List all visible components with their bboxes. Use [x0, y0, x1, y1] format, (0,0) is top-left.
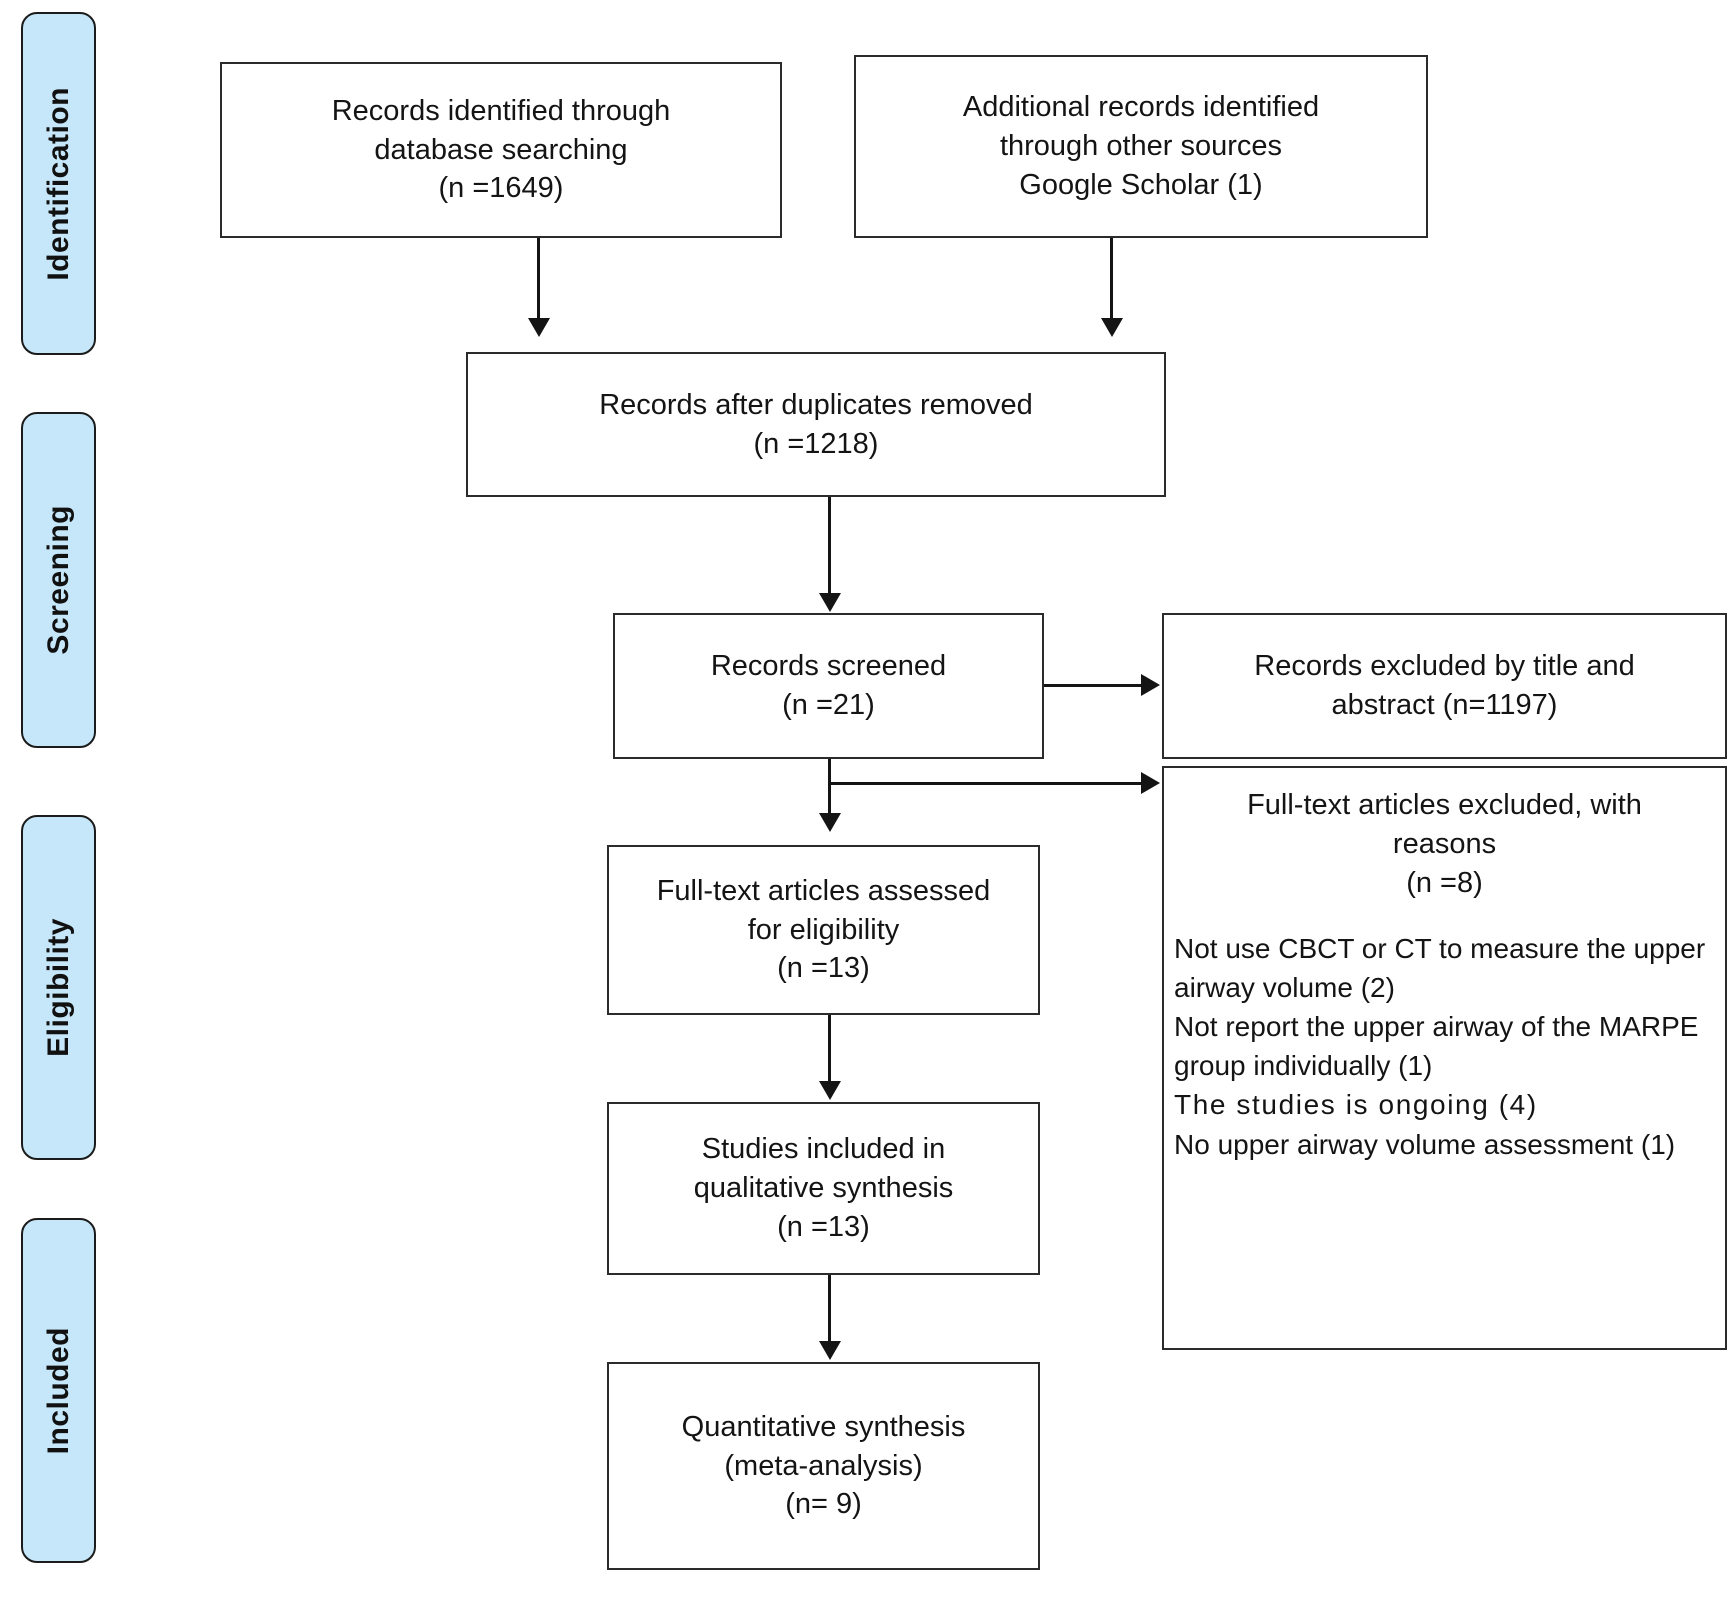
node-quantitative-synthesis: Quantitative synthesis (meta-analysis) (… [607, 1362, 1040, 1570]
node-records-after-duplicates-removed: Records after duplicates removed (n =121… [466, 352, 1166, 497]
node-line: reasons [1392, 827, 1497, 860]
node-line: (n= 9) [785, 1488, 862, 1521]
stage-label-included: Included [21, 1218, 96, 1563]
connector-screened-to-fulltext-excluded [828, 782, 1143, 785]
exclusion-reason-list: Not use CBCT or CT to measure the upper … [1174, 929, 1715, 1164]
exclusion-reason-item: No upper airway volume assessment (1) [1174, 1128, 1676, 1160]
node-line: through other sources [999, 130, 1283, 163]
node-line: (n =13) [777, 1210, 870, 1243]
node-line: for eligibility [747, 913, 900, 946]
node-studies-included-qualitative: Studies included in qualitative synthesi… [607, 1102, 1040, 1275]
stage-label-eligibility-text: Eligibility [41, 918, 75, 1057]
node-line: Full-text articles excluded, with [1247, 789, 1642, 821]
arrowhead-db-to-duplicates [528, 318, 550, 337]
node-line: (n =13) [777, 952, 870, 985]
node-line: Additional records identified [962, 91, 1320, 124]
node-line: qualitative synthesis [693, 1172, 954, 1205]
node-records-excluded-title-abstract: Records excluded by title and abstract (… [1162, 613, 1727, 759]
node-fulltext-articles-assessed: Full-text articles assessed for eligibil… [607, 845, 1040, 1015]
node-fulltext-articles-excluded-reasons: Full-text articles excluded, with reason… [1162, 766, 1727, 1350]
node-line: Records after duplicates removed [599, 388, 1033, 421]
arrowhead-screened-to-excluded [1141, 674, 1160, 696]
node-line: (n =1218) [753, 427, 879, 460]
exclusion-reason-item: Not use CBCT or CT to measure the upper … [1174, 932, 1706, 1003]
node-additional-records-other-sources: Additional records identified through ot… [854, 55, 1428, 238]
stage-label-identification: Identification [21, 12, 96, 355]
arrowhead-qualitative-to-quantitative [819, 1341, 841, 1360]
node-line: abstract (n=1197) [1331, 689, 1558, 721]
arrowhead-screened-to-fulltext-excluded [1141, 772, 1160, 794]
connector-db-to-duplicates [537, 238, 540, 320]
node-records-screened: Records screened (n =21) [613, 613, 1044, 759]
connector-screened-to-excluded [1044, 684, 1143, 687]
arrowhead-other-to-duplicates [1101, 318, 1123, 337]
node-line: (n =1649) [438, 172, 564, 205]
node-line: Quantitative synthesis [681, 1410, 966, 1443]
node-line: Studies included in [701, 1133, 946, 1166]
exclusion-reason-item: Not report the upper airway of the MARPE… [1174, 1010, 1699, 1082]
connector-other-to-duplicates [1110, 238, 1113, 320]
stage-label-eligibility: Eligibility [21, 815, 96, 1160]
node-records-identified-database: Records identified through database sear… [220, 62, 782, 238]
connector-qualitative-to-quantitative [828, 1275, 831, 1343]
arrowhead-screened-to-fulltext [819, 813, 841, 832]
node-line: (meta-analysis) [724, 1449, 923, 1482]
arrowhead-fulltext-to-qualitative [819, 1081, 841, 1100]
connector-screened-down-stub [828, 759, 831, 815]
connector-fulltext-to-qualitative [828, 1015, 831, 1083]
node-line: Google Scholar (1) [1019, 168, 1263, 201]
exclusion-reason-item: The studies is ongoing (4) [1174, 1089, 1538, 1121]
node-line: Records identified through [331, 94, 671, 127]
node-line: (n =8) [1406, 866, 1483, 899]
connector-duplicates-to-screened [828, 497, 831, 595]
stage-label-screening: Screening [21, 412, 96, 748]
node-line: (n =21) [782, 689, 875, 721]
node-line: Records screened [710, 650, 947, 683]
node-line: Full-text articles assessed [656, 874, 991, 907]
stage-label-included-text: Included [41, 1326, 75, 1455]
node-line: database searching [374, 133, 628, 166]
arrowhead-duplicates-to-screened [819, 593, 841, 612]
stage-label-identification-text: Identification [41, 86, 75, 281]
stage-label-screening-text: Screening [41, 505, 75, 655]
node-line: Records excluded by title and [1254, 650, 1635, 683]
